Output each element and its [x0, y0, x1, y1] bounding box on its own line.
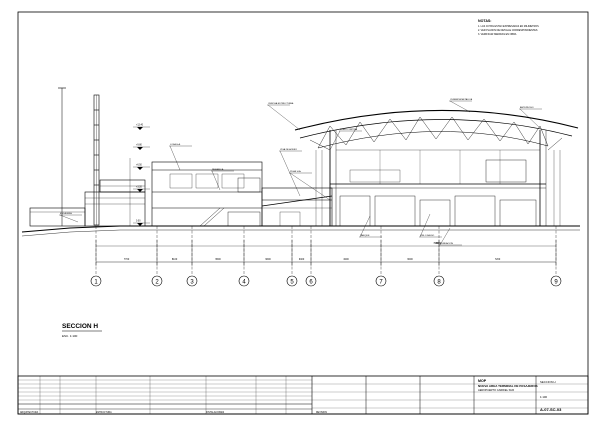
callout-text: ESCALERA — [60, 212, 72, 215]
axis-label: 7 — [379, 280, 383, 286]
axis-bubble — [375, 275, 387, 287]
section-scale: ESC. 1:100 — [62, 334, 78, 338]
mast — [58, 87, 100, 226]
callout-leader — [439, 227, 451, 246]
notes-line-2: 2. VER PLANOS DE DETALLE CORRESPONDIENTE… — [478, 29, 538, 32]
title-block-texts: MOP NUEVA AREA TERMINAL DE PASAJEROS AER… — [20, 379, 562, 414]
callout-leader — [279, 150, 301, 197]
dimension-text: 9400 — [299, 258, 305, 261]
callout-text: LOSA H.A. — [170, 143, 181, 146]
client-name: MOP — [478, 379, 487, 383]
sheet-border — [17, 11, 589, 415]
callout-text: CIELO FALSO — [420, 234, 435, 237]
title-block — [17, 375, 589, 415]
project-line-1: NUEVA AREA TERMINAL DE PASAJEROS — [478, 384, 538, 388]
callout-text: PILAR H.A. — [290, 170, 302, 173]
dimension-text: 9500 — [215, 258, 221, 261]
callout-text: FUNDACION — [440, 242, 453, 245]
notes-block: NOTAS: 1. LAS COTAS ESTAN EXPRESADAS EN … — [478, 19, 539, 36]
dimension-text: 7000 — [433, 242, 439, 245]
callout-leader — [519, 108, 541, 129]
dimension-text: 8100 — [172, 258, 178, 261]
dimension-text: 3200 — [343, 258, 349, 261]
tb-column-2: ESTRUCTURA — [96, 411, 112, 414]
level-triangle — [137, 167, 143, 170]
callout-leader — [329, 130, 341, 151]
callout-leader — [169, 145, 181, 171]
callout-leader — [289, 172, 331, 201]
notes-line-3: 3. VERIFICAR MEDIDAS EN OBRA — [478, 33, 517, 36]
axis-label: 3 — [190, 280, 194, 286]
left-annex — [29, 158, 146, 227]
axis-label: 2 — [155, 280, 159, 286]
notes-heading: NOTAS: — [478, 19, 492, 23]
callout-text: ANTEPECHO — [520, 106, 534, 109]
dimension-text: 7200 — [495, 258, 501, 261]
callout-leader — [359, 215, 371, 238]
callout-leader — [59, 214, 79, 223]
callout-text: CUBIERTA METALICA — [450, 98, 473, 101]
callout-text: PASARELA — [212, 168, 224, 171]
axis-bubble — [238, 275, 250, 287]
level-markers: +12.40 +9.80 +6.50 +3.20 0.00 — [133, 125, 150, 226]
level-text: +3.20 — [136, 187, 143, 189]
sheet-code: A-07-SC-03 — [540, 407, 562, 412]
dimension-chain — [96, 245, 556, 263]
axis-label: 5 — [290, 280, 294, 286]
tb-column-1: ARQUITECTURA — [20, 411, 39, 414]
callout-leader — [419, 213, 431, 238]
axis-bubble — [305, 275, 317, 287]
project-line-2: AEROPUERTO CARRIEL SUR — [478, 388, 514, 392]
level-triangle — [137, 147, 143, 150]
level-text: 0.00 — [136, 221, 141, 223]
axis-bubble — [286, 275, 298, 287]
axis-bubble — [433, 275, 445, 287]
level-text: +12.40 — [136, 125, 144, 127]
axis-bubble — [550, 275, 562, 287]
level-triangle — [137, 223, 143, 226]
callout-text: CERCHA ESTRUCTURAL — [268, 102, 295, 105]
title-block-revision-grid — [18, 376, 588, 414]
axis-label: 8 — [437, 280, 441, 286]
axis-grid: 1 2 3 4 5 6 7 8 9 — [90, 226, 562, 287]
dimension-text: 6000 — [407, 258, 413, 261]
level-text: +9.80 — [136, 145, 143, 147]
middle-block — [151, 161, 263, 227]
axis-label: 4 — [242, 280, 246, 286]
callout-leader — [267, 104, 301, 131]
level-triangle — [137, 189, 143, 192]
callout-leader — [449, 100, 471, 113]
ground — [21, 225, 580, 237]
connector — [261, 187, 333, 227]
axis-bubble — [151, 275, 163, 287]
dimension-text: 7700 — [124, 258, 130, 261]
axis-label: 9 — [554, 280, 558, 286]
level-text: +6.50 — [136, 165, 143, 167]
section-title: SECCION H — [62, 323, 98, 330]
callout-text: TABIQUE — [360, 234, 370, 237]
level-triangle — [137, 127, 143, 130]
callout-text: VIGA DE ACERO — [280, 148, 297, 151]
dimension-text: 4500 — [435, 242, 441, 245]
axis-bubble — [186, 275, 198, 287]
callout-text: MURO CORTINA — [340, 128, 358, 131]
tb-column-3: INSTALACIONES — [206, 411, 225, 414]
notes-line-1: 1. LAS COTAS ESTAN EXPRESADAS EN MILIMET… — [478, 25, 539, 28]
sheet-name: SECCION H — [540, 380, 556, 384]
dimension-text: 9600 — [265, 258, 271, 261]
tb-column-4: REVISION — [316, 412, 327, 414]
sheet-scale: 1:100 — [540, 395, 547, 399]
axis-label: 1 — [94, 280, 98, 286]
axis-bubble — [90, 275, 102, 287]
callouts: CUBIERTA METALICA CERCHA ESTRUCTURAL MURO … — [59, 98, 542, 246]
callout-leader — [211, 170, 221, 191]
terminal-hall — [294, 109, 579, 227]
axis-label: 6 — [309, 280, 313, 286]
section-title-block: SECCION H ESC. 1:100 — [62, 323, 102, 338]
